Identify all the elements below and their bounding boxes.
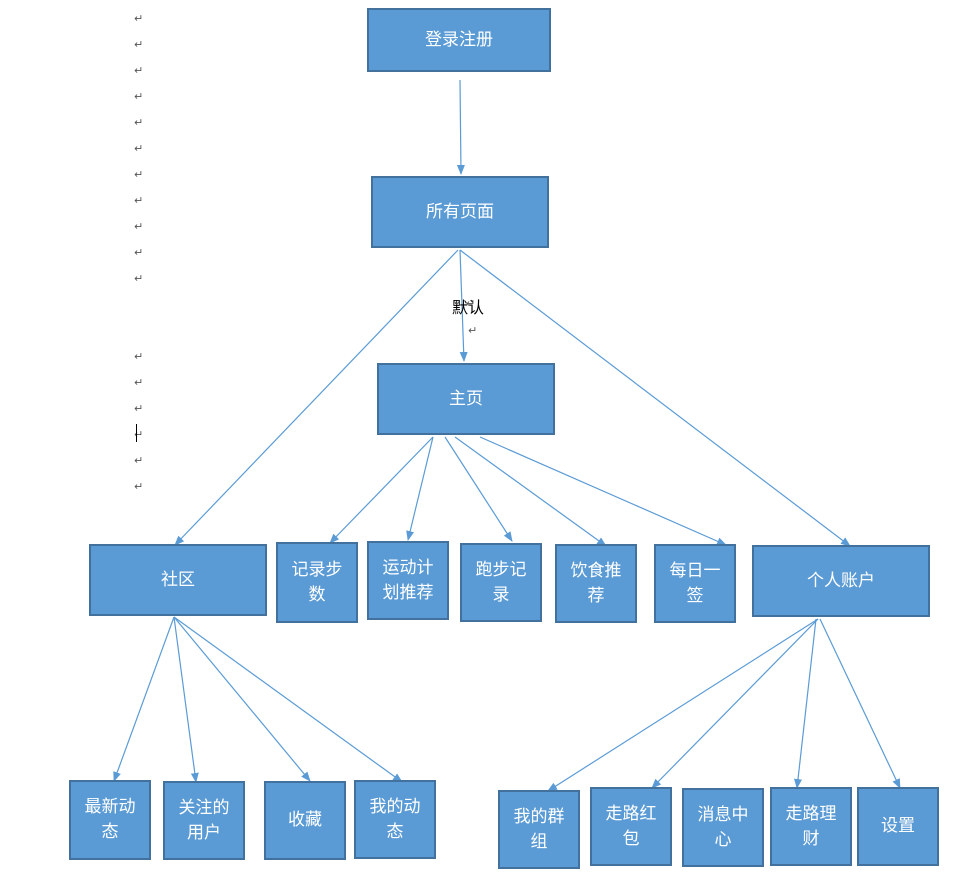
node-favorites: 收藏 [264,781,346,860]
paragraph-mark: ↵ [134,116,144,129]
paragraph-mark: ↵ [134,168,144,181]
node-diet: 饮食推荐 [555,544,637,623]
paragraph-mark: ↵ [134,428,144,441]
node-all-pages: 所有页面 [371,176,549,248]
edge-label-default: 默认 [452,298,485,317]
node-account: 个人账户 [752,545,930,617]
edge-account-to-settings [819,618,901,789]
paragraph-mark: ↵ [134,220,144,233]
edge-community-to-latest [113,616,175,782]
edge-home-to-run-record [444,436,513,542]
node-daily-sign: 每日一签 [654,544,736,623]
node-followed: 关注的用户 [163,781,245,860]
paragraph-mark: ↵ [134,246,144,259]
edge-account-to-red-packet [651,618,819,789]
node-messages: 消息中心 [682,788,764,867]
paragraph-mark: ↵ [134,350,144,363]
edge-account-to-finance [794,618,817,789]
edge-home-to-daily-sign [479,436,727,546]
edge-all-pages-to-community [174,249,459,546]
node-record-steps: 记录步数 [276,542,358,623]
node-community: 社区 [89,544,267,616]
node-finance: 走路理财 [770,787,852,866]
node-exercise-plan: 运动计划推荐 [367,541,449,620]
edge-home-to-exercise-plan [406,436,434,541]
edge-community-to-followed [173,616,199,783]
node-my-groups: 我的群组 [498,790,580,869]
text-cursor [136,424,137,442]
paragraph-mark: ↵ [134,376,144,389]
paragraph-mark: ↵ [466,297,476,310]
paragraph-mark: ↵ [468,324,478,337]
paragraph-mark: ↵ [134,402,144,415]
edge-login-to-all-pages [456,79,465,175]
paragraph-mark: ↵ [134,194,144,207]
node-latest: 最新动态 [69,780,151,860]
node-my-posts: 我的动态 [354,780,436,859]
paragraph-mark: ↵ [134,38,144,51]
node-run-record: 跑步记录 [460,543,542,622]
node-home: 主页 [377,363,555,435]
paragraph-mark: ↵ [134,454,144,467]
node-login: 登录注册 [367,8,551,72]
paragraph-mark: ↵ [134,142,144,155]
edge-account-to-my-groups [547,618,819,792]
node-red-packet: 走路红包 [590,787,672,866]
node-settings: 设置 [857,787,939,866]
paragraph-mark: ↵ [134,90,144,103]
edge-all-pages-to-home [459,249,468,362]
edge-community-to-my-posts [173,616,403,783]
edge-home-to-record-steps [329,436,434,544]
paragraph-mark: ↵ [134,12,144,25]
edge-all-pages-to-account [459,249,851,547]
edge-community-to-favorites [173,616,311,782]
paragraph-mark: ↵ [134,272,144,285]
edge-home-to-diet [454,436,607,547]
paragraph-mark: ↵ [134,480,144,493]
paragraph-mark: ↵ [134,64,144,77]
